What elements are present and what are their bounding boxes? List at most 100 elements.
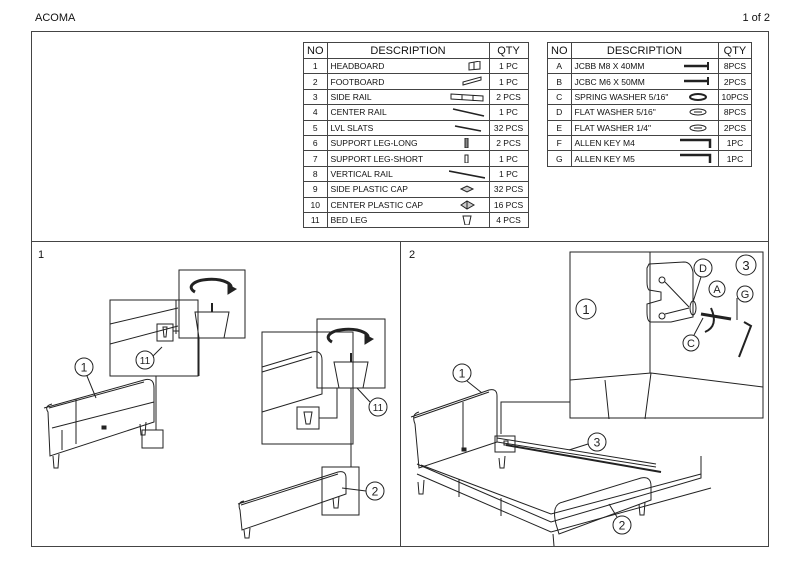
part-number: B bbox=[547, 73, 572, 90]
column-header-qty: QTY bbox=[717, 42, 753, 59]
part-description: SPRING WASHER 5/16" bbox=[570, 88, 719, 106]
part-number: 10 bbox=[303, 196, 328, 213]
long-leg-icon bbox=[464, 137, 468, 148]
part-number: 7 bbox=[303, 150, 328, 167]
bolt-icon bbox=[683, 62, 709, 70]
center-rail-icon bbox=[452, 108, 484, 117]
part-quantity: 2 PCS bbox=[488, 88, 529, 106]
page-number: 1 of 2 bbox=[742, 12, 770, 24]
part-quantity: 8PCS bbox=[717, 57, 753, 75]
part-description-text: HEADBOARD bbox=[330, 61, 385, 72]
part-quantity: 1 PC bbox=[488, 104, 529, 121]
part-number: 9 bbox=[303, 181, 328, 198]
allen-key-icon bbox=[679, 154, 711, 164]
side-cap-icon bbox=[459, 185, 474, 193]
short-leg-icon bbox=[464, 154, 468, 164]
step-2-diagram: 1 D A 3 G C bbox=[410, 251, 764, 546]
part-number: 3 bbox=[303, 88, 328, 106]
column-header-description: DESCRIPTION bbox=[326, 42, 490, 59]
part-description: BED LEG bbox=[326, 211, 490, 229]
callout-11: 11 bbox=[356, 387, 388, 417]
headboard-illustration bbox=[43, 378, 155, 469]
step-2-label: 2 bbox=[409, 249, 416, 261]
part-description: SUPPORT LEG-LONG bbox=[326, 134, 490, 152]
part-number: 2 bbox=[303, 73, 328, 90]
allen-key-icon bbox=[738, 321, 753, 358]
part-quantity: 2PCS bbox=[717, 119, 753, 136]
part-quantity: 1 PC bbox=[488, 165, 529, 183]
column-header-description: DESCRIPTION bbox=[570, 42, 719, 59]
detail-marker bbox=[494, 435, 516, 453]
part-description: SIDE RAIL bbox=[326, 88, 490, 106]
column-header-no: NO bbox=[547, 42, 572, 59]
flat-washer-icon bbox=[689, 124, 706, 132]
svg-text:1: 1 bbox=[459, 367, 466, 381]
part-description-text: FLAT WASHER 1/4" bbox=[574, 122, 652, 133]
callout-A: A bbox=[708, 280, 726, 298]
part-quantity: 1 PC bbox=[488, 73, 529, 90]
part-description: SIDE PLASTIC CAP bbox=[326, 181, 490, 198]
callout-C: C bbox=[682, 317, 704, 352]
bolt-hole-icon bbox=[503, 440, 509, 446]
bolt-icon bbox=[683, 77, 709, 86]
leg-marker bbox=[296, 406, 320, 430]
part-quantity: 2 PCS bbox=[488, 134, 529, 152]
part-number: 4 bbox=[303, 104, 328, 121]
part-quantity: 1PC bbox=[717, 150, 753, 167]
part-description-text: SUPPORT LEG-LONG bbox=[330, 138, 418, 149]
svg-text:2: 2 bbox=[372, 485, 379, 499]
svg-text:3: 3 bbox=[742, 258, 749, 273]
allen-key-icon bbox=[679, 138, 711, 148]
part-number: A bbox=[547, 57, 572, 75]
svg-text:C: C bbox=[687, 338, 695, 350]
leg-marker bbox=[156, 323, 174, 342]
svg-text:11: 11 bbox=[373, 403, 384, 414]
callout-2: 2 bbox=[608, 503, 632, 535]
part-quantity: 32 PCS bbox=[488, 119, 529, 136]
part-description-text: CENTER RAIL bbox=[330, 107, 387, 118]
part-number: F bbox=[547, 134, 572, 152]
part-description-text: BED LEG bbox=[330, 215, 368, 226]
flat-washer-icon bbox=[689, 108, 706, 116]
center-cap-icon bbox=[459, 199, 475, 210]
part-description: FLAT WASHER 5/16" bbox=[570, 104, 719, 121]
part-number: 6 bbox=[303, 134, 328, 152]
callout-1: 1 bbox=[575, 298, 597, 320]
svg-text:1: 1 bbox=[81, 361, 88, 375]
part-description: HEADBOARD bbox=[326, 57, 490, 75]
side-rail-icon bbox=[450, 93, 483, 102]
part-number: D bbox=[547, 104, 572, 121]
rotate-arrow-icon bbox=[704, 307, 715, 333]
part-description-text: SPRING WASHER 5/16" bbox=[574, 91, 669, 102]
table-header-row: NO DESCRIPTION QTY bbox=[547, 42, 753, 59]
svg-text:3: 3 bbox=[594, 436, 601, 450]
part-description: CENTER PLASTIC CAP bbox=[326, 196, 490, 213]
part-description-text: VERTICAL RAIL bbox=[330, 168, 393, 179]
column-header-no: NO bbox=[303, 42, 328, 59]
part-quantity: 8PCS bbox=[717, 104, 753, 121]
svg-text:D: D bbox=[699, 263, 707, 275]
part-quantity: 16 PCS bbox=[488, 196, 529, 213]
part-number: 1 bbox=[303, 57, 328, 75]
spring-washer-icon bbox=[688, 92, 707, 101]
callout-D: D bbox=[692, 258, 713, 303]
part-quantity: 10PCS bbox=[717, 88, 753, 106]
footboard-icon bbox=[462, 76, 481, 87]
svg-text:2: 2 bbox=[619, 519, 626, 533]
callout-11: 11 bbox=[135, 346, 163, 370]
svg-text:11: 11 bbox=[140, 356, 151, 367]
